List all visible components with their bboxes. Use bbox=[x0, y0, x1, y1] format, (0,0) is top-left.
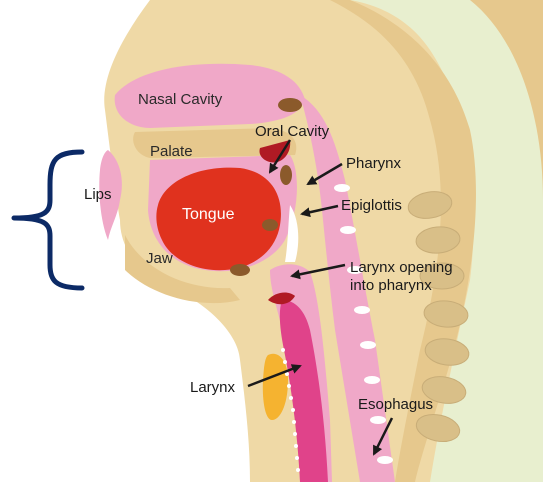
oral-cavity-label: Oral Cavity bbox=[255, 123, 330, 140]
esophagus-label: Esophagus bbox=[358, 396, 433, 413]
lips-label: Lips bbox=[84, 186, 112, 203]
tongue-label: Tongue bbox=[182, 206, 235, 223]
adenoid bbox=[278, 98, 302, 112]
pharynx-label: Pharynx bbox=[346, 155, 402, 172]
larynx-label: Larynx bbox=[190, 379, 236, 396]
tonsil-upper bbox=[280, 165, 292, 185]
larynx-opening-label-line1: Larynx opening bbox=[350, 259, 453, 276]
jaw-label: Jaw bbox=[146, 250, 173, 267]
palate-label: Palate bbox=[150, 143, 193, 160]
nasal-cavity-label: Nasal Cavity bbox=[138, 91, 223, 108]
epiglottis-label: Epiglottis bbox=[341, 197, 402, 214]
larynx-opening-label-line2: into pharynx bbox=[350, 277, 432, 294]
lips-bracket bbox=[14, 152, 82, 288]
hyoid bbox=[230, 264, 250, 276]
tonsil-lower bbox=[262, 219, 278, 231]
